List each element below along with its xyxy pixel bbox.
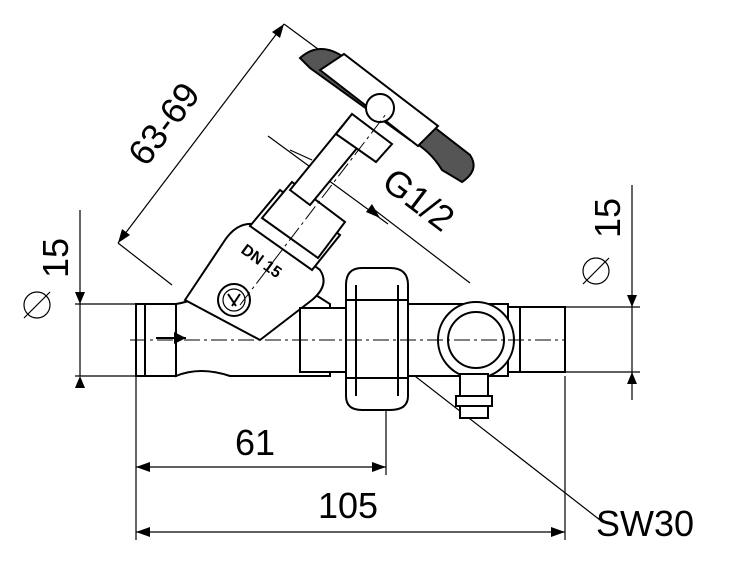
length-61-label: 61 (235, 422, 275, 463)
valve-body: DN 15 (135, 222, 566, 419)
handle-height-label: 63-69 (120, 75, 208, 173)
dimension-lines (23, 23, 640, 540)
valve-bonnet (248, 48, 475, 272)
diameter-left-label: 15 (35, 238, 76, 278)
centre-lines (130, 113, 565, 341)
wrench-size-label: SW30 (596, 503, 694, 544)
length-105-label: 105 (318, 485, 378, 526)
diameter-right-label: 15 (587, 198, 628, 238)
